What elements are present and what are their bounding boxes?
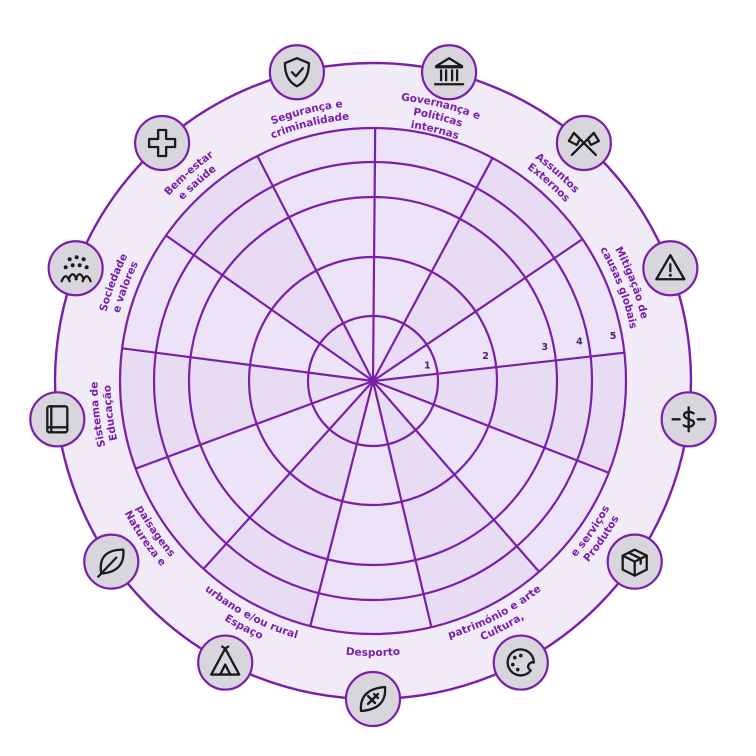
segment-spoke [202, 380, 374, 570]
segment-label-line: Desporto [345, 646, 400, 659]
ring-level-numbers: 1 2 3 4 5 [424, 331, 616, 371]
segment-wedge [205, 381, 373, 627]
warning-triangle-icon [642, 240, 699, 297]
book-icon [29, 391, 86, 448]
segment-icons [29, 44, 717, 728]
palette-icon [492, 634, 549, 691]
segment-spoke [372, 379, 610, 474]
people-icon [47, 240, 104, 297]
ring-level-4: 4 [576, 336, 583, 347]
segment-spoke [121, 347, 374, 383]
segment-wedge [119, 350, 373, 471]
level-ring-4 [152, 160, 594, 602]
segment-spoke [371, 128, 377, 382]
segment-wedge [373, 381, 541, 627]
segment-label-sport: Desporto [345, 646, 400, 659]
leaf-icon [83, 533, 140, 590]
football-icon [344, 670, 402, 728]
crossed-flags-icon [555, 114, 612, 172]
segment-spoke [372, 380, 540, 573]
segment-spoke [309, 380, 375, 627]
segment-spoke [165, 234, 374, 382]
ring-level-1: 1 [424, 360, 431, 371]
segment-spoke [256, 155, 374, 382]
segment-spoke [372, 351, 625, 383]
bank-icon [421, 44, 478, 101]
level-ring-5 [118, 126, 628, 636]
segment-wedge [164, 156, 373, 381]
dollar-exchange-icon [660, 391, 717, 448]
segment-spoke [135, 379, 374, 470]
tent-icon [197, 634, 254, 691]
shield-icon [268, 44, 325, 101]
ring-level-2: 2 [482, 351, 489, 362]
segment-wedge [373, 350, 626, 471]
box-icon [606, 533, 663, 590]
ring-level-3: 3 [542, 342, 549, 353]
segment-spoke [372, 238, 584, 382]
segment-spoke [371, 380, 433, 628]
health-cross-icon [134, 114, 191, 172]
ring-level-5: 5 [610, 331, 617, 342]
wheel-spokes [121, 128, 625, 628]
segment-wedge [373, 156, 582, 381]
level-ring-3 [187, 195, 559, 567]
segment-spoke [372, 157, 494, 382]
